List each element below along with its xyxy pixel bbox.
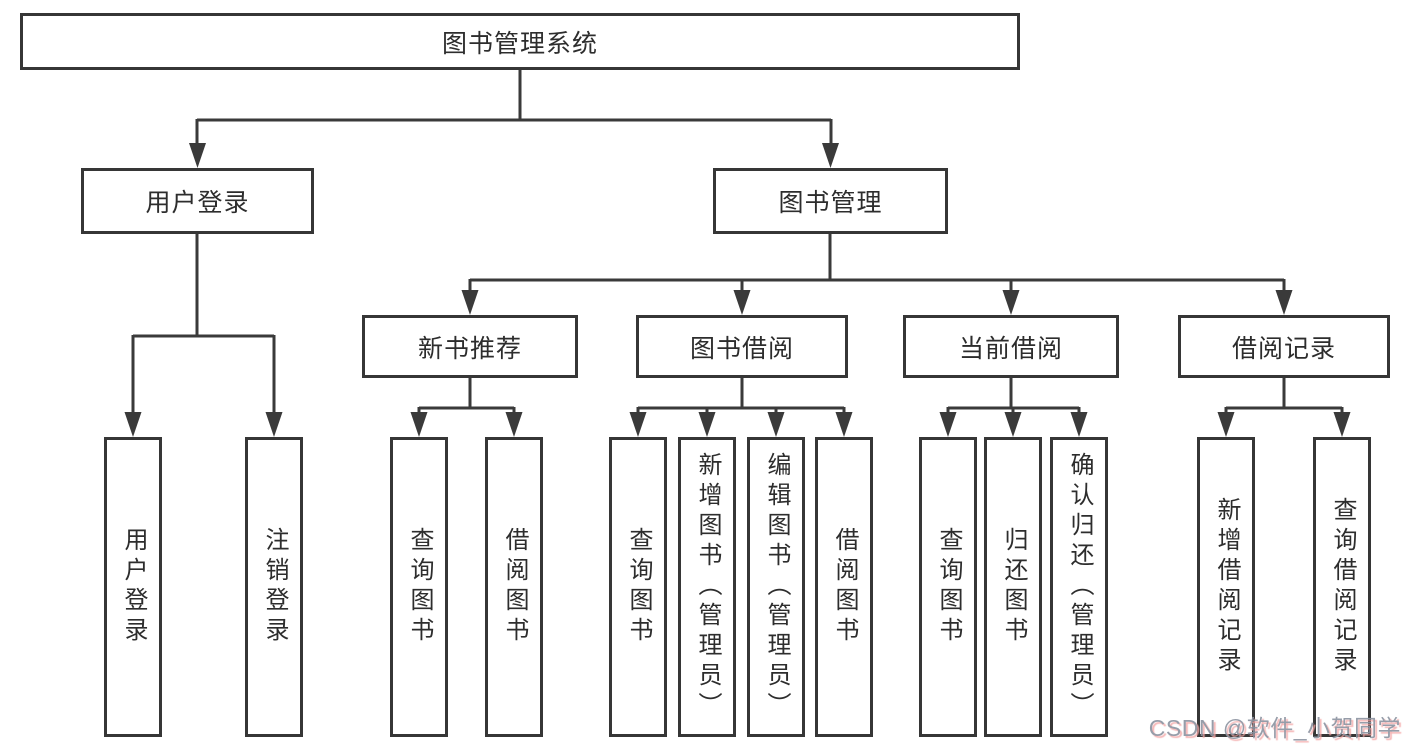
leaf-borrowing-edit-books-admin-label: 编辑图书（管理员） [763, 452, 790, 722]
node-user-login-label: 用户登录 [145, 189, 250, 217]
leaf-current-confirm-return-admin-label: 确认归还（管理员） [1066, 452, 1093, 722]
leaf-newbook-query-books-label: 查询图书 [406, 527, 433, 647]
node-borrowing-records: 借阅记录 [1178, 315, 1390, 378]
node-new-book-recommend-label: 新书推荐 [417, 334, 522, 363]
leaf-logout-label: 注销登录 [261, 527, 288, 647]
leaf-current-query-books-label: 查询图书 [935, 527, 962, 647]
leaf-current-confirm-return-admin: 确认归还（管理员） [1050, 437, 1108, 737]
leaf-user-login: 用户登录 [104, 437, 162, 737]
node-book-management: 图书管理 [713, 168, 948, 234]
node-root-label: 图书管理系统 [441, 29, 598, 58]
node-borrowing-records-label: 借阅记录 [1231, 334, 1336, 363]
leaf-borrowing-add-books-admin-label: 新增图书（管理员） [694, 452, 721, 722]
node-user-login: 用户登录 [81, 168, 314, 234]
leaf-newbook-query-books: 查询图书 [390, 437, 448, 737]
leaf-borrowing-query-books-label: 查询图书 [625, 527, 652, 647]
leaf-current-return-books: 归还图书 [984, 437, 1042, 737]
leaf-newbook-borrow-books-label: 借阅图书 [501, 527, 528, 647]
leaf-borrowing-borrow-books-label: 借阅图书 [831, 527, 858, 647]
csdn-watermark: CSDN @软件_小贺同学 [1148, 715, 1401, 741]
leaf-borrowing-add-books-admin: 新增图书（管理员） [678, 437, 736, 737]
leaf-logout: 注销登录 [245, 437, 303, 737]
leaf-borrowing-edit-books-admin: 编辑图书（管理员） [747, 437, 805, 737]
node-current-borrowing-label: 当前借阅 [958, 334, 1063, 363]
leaf-borrowing-borrow-books: 借阅图书 [815, 437, 873, 737]
node-new-book-recommend: 新书推荐 [362, 315, 578, 378]
node-root: 图书管理系统 [20, 13, 1020, 70]
leaf-records-add-borrow-record: 新增借阅记录 [1197, 437, 1255, 737]
node-book-borrowing-label: 图书借阅 [689, 334, 794, 363]
leaf-current-return-books-label: 归还图书 [1000, 527, 1027, 647]
leaf-newbook-borrow-books: 借阅图书 [485, 437, 543, 737]
node-book-borrowing: 图书借阅 [636, 315, 848, 378]
leaf-records-query-borrow-record: 查询借阅记录 [1313, 437, 1371, 737]
leaf-user-login-label: 用户登录 [120, 527, 147, 647]
leaf-records-query-borrow-record-label: 查询借阅记录 [1329, 497, 1356, 677]
leaf-current-query-books: 查询图书 [919, 437, 977, 737]
leaf-records-add-borrow-record-label: 新增借阅记录 [1213, 497, 1240, 677]
node-book-management-label: 图书管理 [778, 189, 883, 217]
leaf-borrowing-query-books: 查询图书 [609, 437, 667, 737]
node-current-borrowing: 当前借阅 [903, 315, 1119, 378]
